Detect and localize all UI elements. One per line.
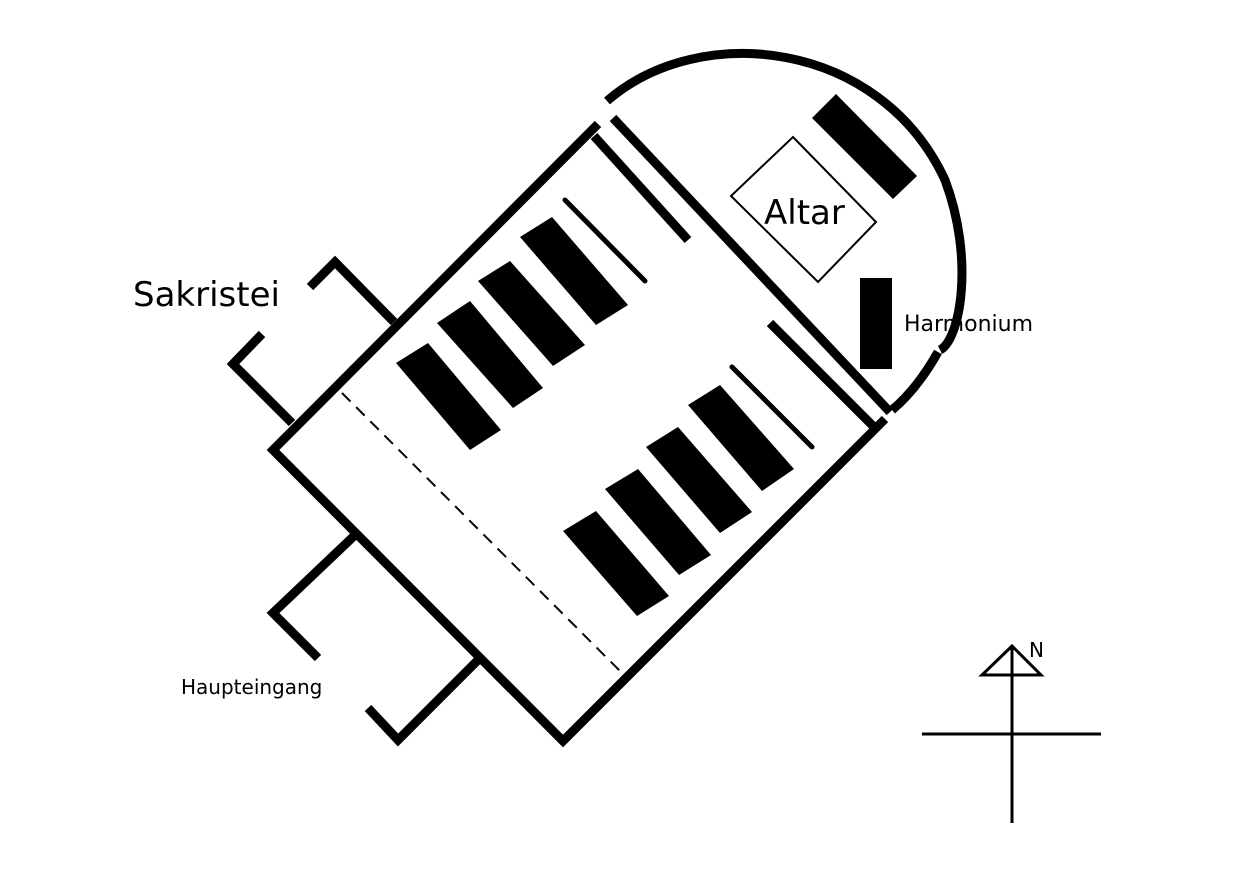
rail-south bbox=[729, 364, 815, 450]
chancel-screen-inner bbox=[590, 132, 692, 244]
pews-south bbox=[563, 385, 794, 616]
sacristy-wall bbox=[306, 255, 398, 326]
entrance-wall bbox=[266, 532, 358, 662]
nave-dashed-line bbox=[341, 392, 623, 674]
pew bbox=[563, 511, 669, 616]
apse-bench bbox=[812, 94, 917, 199]
pew bbox=[437, 301, 543, 408]
harmonium-label: Harmonium bbox=[904, 312, 1033, 337]
apse-wall-lower bbox=[889, 349, 942, 414]
pews-north bbox=[396, 217, 628, 450]
altar-label: Altar bbox=[764, 193, 845, 233]
pew bbox=[646, 427, 752, 533]
chancel-screen-inner-2 bbox=[766, 319, 879, 432]
nave-wall bbox=[266, 120, 889, 748]
altar-square bbox=[729, 135, 878, 284]
pew bbox=[688, 385, 794, 491]
compass: N bbox=[922, 638, 1101, 823]
north-label: N bbox=[1029, 638, 1044, 662]
pew bbox=[478, 261, 585, 366]
harmonium-block bbox=[860, 278, 892, 369]
chancel-screen-outer bbox=[609, 114, 894, 416]
rail-north bbox=[562, 197, 648, 284]
sacristy-wall-lower bbox=[226, 330, 296, 427]
main-entrance-label: Haupteingang bbox=[181, 675, 322, 699]
pew bbox=[396, 343, 501, 450]
pew bbox=[605, 469, 711, 575]
entrance-wall-lower bbox=[364, 656, 482, 747]
pew bbox=[520, 217, 628, 325]
apse-wall bbox=[604, 49, 967, 355]
sacristy-label: Sakristei bbox=[133, 275, 280, 315]
